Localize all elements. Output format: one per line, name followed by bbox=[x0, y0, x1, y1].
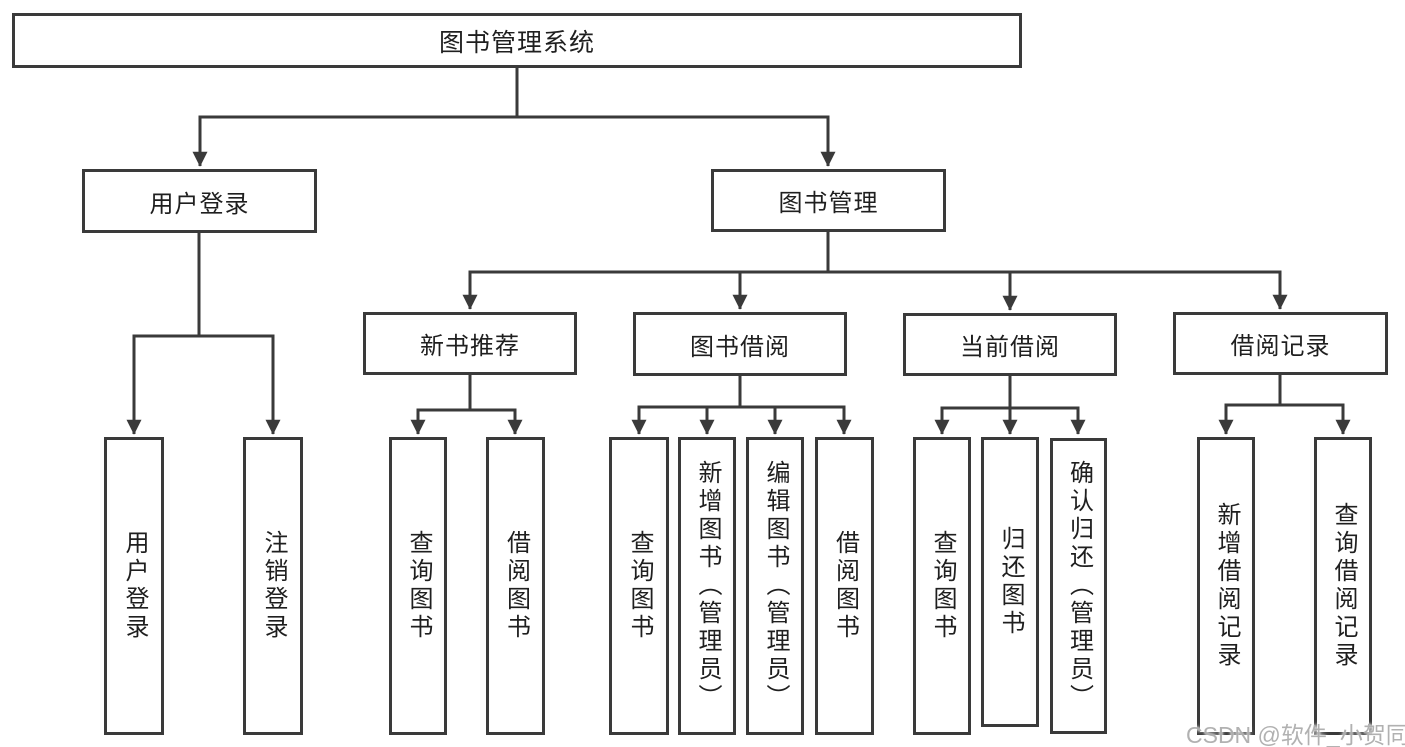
leaf-recommend-borrow-books: 借阅图书 bbox=[486, 437, 545, 735]
node-label: 用户登录 bbox=[149, 190, 250, 218]
leaf-borrowing-edit-books-admin: 编辑图书（管理员） bbox=[746, 437, 804, 735]
leaf-label: 新增借阅记录 bbox=[1213, 502, 1240, 670]
node-current-borrowing: 当前借阅 bbox=[903, 313, 1117, 376]
leaf-label: 注销登录 bbox=[260, 530, 287, 642]
node-borrowing-records: 借阅记录 bbox=[1173, 312, 1388, 375]
leaf-logout: 注销登录 bbox=[243, 437, 303, 735]
leaf-current-confirm-return-admin: 确认归还（管理员） bbox=[1050, 438, 1107, 734]
node-label: 图书借阅 bbox=[690, 333, 790, 361]
node-user-login: 用户登录 bbox=[82, 169, 317, 233]
connector-borrowing-records-children bbox=[1218, 375, 1351, 435]
leaf-records-query-record: 查询借阅记录 bbox=[1314, 437, 1372, 735]
connector-new-book-recommend-children bbox=[410, 375, 523, 435]
node-label: 新书推荐 bbox=[420, 333, 520, 360]
leaf-records-add-record: 新增借阅记录 bbox=[1197, 437, 1255, 735]
leaf-label: 查询图书 bbox=[626, 530, 653, 642]
node-label: 图书管理 bbox=[778, 190, 879, 217]
leaf-label: 确认归还（管理员） bbox=[1065, 460, 1093, 712]
node-book-borrowing: 图书借阅 bbox=[633, 312, 847, 376]
node-library-system-root: 图书管理系统 bbox=[12, 13, 1022, 68]
leaf-borrowing-query-books: 查询图书 bbox=[609, 437, 669, 735]
leaf-borrowing-add-books-admin: 新增图书（管理员） bbox=[678, 437, 736, 735]
node-new-book-recommend: 新书推荐 bbox=[363, 312, 577, 375]
leaf-user-login: 用户登录 bbox=[104, 437, 164, 735]
csdn-watermark: CSDN @软件_小贺同学 bbox=[1186, 722, 1405, 747]
leaf-current-query-books: 查询图书 bbox=[913, 437, 971, 735]
connector-book-management-children bbox=[462, 232, 1288, 311]
leaf-label: 借阅图书 bbox=[831, 530, 859, 642]
leaf-label: 编辑图书（管理员） bbox=[762, 460, 789, 712]
leaf-label: 新增图书（管理员） bbox=[694, 460, 721, 712]
leaf-current-return-books: 归还图书 bbox=[981, 437, 1039, 727]
node-label: 借阅记录 bbox=[1230, 333, 1331, 360]
leaf-label: 用户登录 bbox=[121, 530, 148, 642]
connector-root-to-level2 bbox=[192, 68, 836, 167]
leaf-label: 查询图书 bbox=[929, 530, 956, 642]
connector-user-login-children bbox=[126, 233, 281, 435]
leaf-label: 查询图书 bbox=[405, 530, 432, 642]
connector-book-borrowing-children bbox=[631, 376, 852, 435]
node-label: 当前借阅 bbox=[960, 334, 1060, 361]
node-book-management: 图书管理 bbox=[711, 169, 946, 232]
leaf-recommend-query-books: 查询图书 bbox=[389, 437, 447, 735]
node-label: 图书管理系统 bbox=[438, 28, 595, 57]
leaf-label: 归还图书 bbox=[997, 526, 1024, 638]
leaf-label: 借阅图书 bbox=[502, 530, 530, 642]
leaf-borrowing-borrow-books: 借阅图书 bbox=[815, 437, 874, 735]
connector-current-borrowing-children bbox=[934, 376, 1086, 435]
leaf-label: 查询借阅记录 bbox=[1330, 502, 1357, 670]
